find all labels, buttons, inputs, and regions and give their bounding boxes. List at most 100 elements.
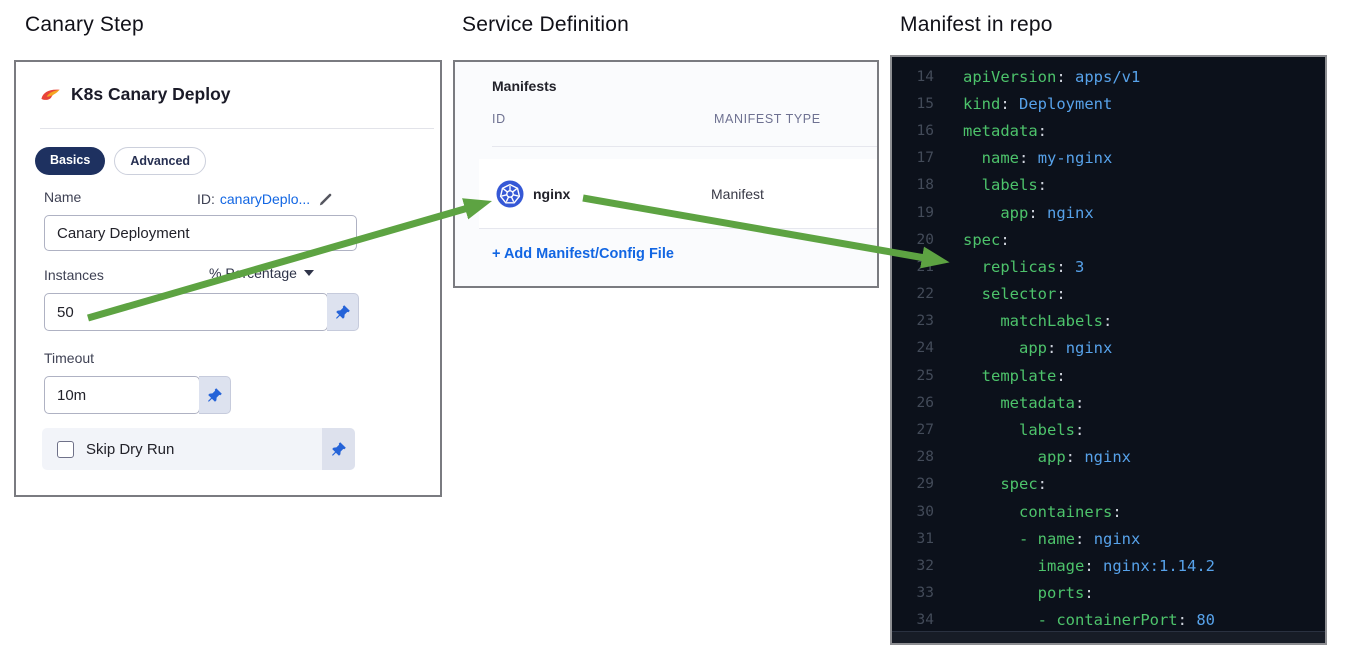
instances-unit-select[interactable]: % Percentage bbox=[209, 265, 314, 281]
editor-bottom-scroll-track[interactable] bbox=[892, 631, 1325, 643]
line-source: replicas: 3 bbox=[981, 257, 1085, 276]
line-source: metadata: bbox=[1000, 393, 1085, 412]
line-number: 24 bbox=[916, 340, 934, 357]
code-line-25: 25 template: bbox=[892, 362, 1325, 389]
line-number: 21 bbox=[916, 258, 934, 275]
skip-dry-run-pin-button[interactable] bbox=[322, 428, 355, 470]
code-line-24: 24 app: nginx bbox=[892, 335, 1325, 362]
manifest-row-nginx[interactable]: nginx Manifest bbox=[479, 159, 877, 228]
id-prefix: ID: bbox=[197, 191, 215, 207]
line-number: 27 bbox=[916, 422, 934, 439]
line-source: app: nginx bbox=[1000, 203, 1094, 222]
header-divider bbox=[40, 128, 434, 129]
line-number: 17 bbox=[916, 150, 934, 167]
line-source: apiVersion: apps/v1 bbox=[963, 67, 1141, 86]
step-id-link[interactable]: canaryDeplo... bbox=[219, 191, 311, 207]
line-source: app: nginx bbox=[1019, 339, 1113, 358]
line-source: ports: bbox=[1037, 584, 1094, 603]
instances-label: Instances bbox=[44, 267, 104, 283]
instances-input[interactable] bbox=[44, 293, 328, 331]
line-source: - containerPort: 80 bbox=[1037, 611, 1216, 630]
skip-dry-run-checkbox[interactable] bbox=[57, 440, 74, 458]
skip-dry-run-label: Skip Dry Run bbox=[86, 440, 175, 458]
code-line-30: 30 containers: bbox=[892, 498, 1325, 525]
line-source: kind: Deployment bbox=[963, 94, 1113, 113]
code-line-15: 15 kind: Deployment bbox=[892, 90, 1325, 117]
tab-basics[interactable]: Basics bbox=[35, 147, 106, 175]
unit-select-label: % Percentage bbox=[209, 265, 297, 281]
chevron-down-icon bbox=[303, 270, 314, 276]
line-number: 31 bbox=[916, 530, 934, 547]
code-line-31: 31 - name: nginx bbox=[892, 525, 1325, 552]
line-number: 30 bbox=[916, 503, 934, 520]
line-source: matchLabels: bbox=[1000, 312, 1113, 331]
code-line-17: 17 name: my-nginx bbox=[892, 145, 1325, 172]
timeout-pin-button[interactable] bbox=[199, 376, 231, 414]
line-source: name: my-nginx bbox=[981, 149, 1113, 168]
line-source: spec: bbox=[1000, 475, 1047, 494]
line-source: selector: bbox=[981, 285, 1066, 304]
line-number: 19 bbox=[916, 204, 934, 221]
table-header-divider bbox=[492, 146, 877, 147]
line-number: 15 bbox=[916, 95, 934, 112]
service-definition-heading: Service Definition bbox=[462, 13, 630, 36]
line-number: 25 bbox=[916, 367, 934, 384]
column-header-manifest-type: MANIFEST TYPE bbox=[714, 112, 821, 126]
line-source: labels: bbox=[1019, 421, 1085, 440]
line-number: 14 bbox=[916, 68, 934, 85]
code-line-29: 29 spec: bbox=[892, 471, 1325, 498]
table-row-divider bbox=[479, 228, 877, 229]
skip-dry-run-row: Skip Dry Run bbox=[42, 428, 355, 470]
line-source: containers: bbox=[1019, 502, 1122, 521]
code-line-34: 34 - containerPort: 80 bbox=[892, 607, 1325, 634]
timeout-input[interactable] bbox=[44, 376, 200, 414]
line-number: 28 bbox=[916, 449, 934, 466]
instances-pin-button[interactable] bbox=[327, 293, 359, 331]
add-manifest-link[interactable]: + Add Manifest/Config File bbox=[492, 246, 674, 262]
line-number: 32 bbox=[916, 557, 934, 574]
line-source: - name: nginx bbox=[1019, 529, 1141, 548]
manifests-title: Manifests bbox=[492, 78, 557, 94]
name-input[interactable] bbox=[44, 215, 357, 251]
line-number: 23 bbox=[916, 313, 934, 330]
manifest-in-repo-heading: Manifest in repo bbox=[900, 13, 1053, 36]
canary-bird-icon bbox=[40, 86, 61, 104]
manifests-card: Manifests ID MANIFEST TYPE bbox=[453, 60, 879, 288]
canary-step-card: K8s Canary Deploy Basics Advanced Name I… bbox=[14, 60, 442, 497]
code-line-23: 23 matchLabels: bbox=[892, 308, 1325, 335]
line-number: 29 bbox=[916, 476, 934, 493]
line-number: 22 bbox=[916, 286, 934, 303]
line-source: image: nginx:1.14.2 bbox=[1037, 556, 1215, 575]
code-line-22: 22 selector: bbox=[892, 281, 1325, 308]
code-line-28: 28 app: nginx bbox=[892, 444, 1325, 471]
step-tabs: Basics Advanced bbox=[35, 147, 207, 175]
line-source: labels: bbox=[981, 176, 1048, 195]
line-number: 34 bbox=[916, 612, 934, 629]
code-line-21: 21 replicas: 3 bbox=[892, 253, 1325, 280]
line-source: template: bbox=[981, 366, 1066, 385]
name-label: Name bbox=[44, 189, 82, 205]
code-line-27: 27 labels: bbox=[892, 416, 1325, 443]
kubernetes-icon bbox=[496, 180, 524, 208]
line-number: 18 bbox=[916, 177, 934, 194]
code-line-14: 14 apiVersion: apps/v1 bbox=[892, 63, 1325, 90]
code-line-18: 18 labels: bbox=[892, 172, 1325, 199]
code-line-26: 26 metadata: bbox=[892, 389, 1325, 416]
code-line-32: 32 image: nginx:1.14.2 bbox=[892, 552, 1325, 579]
line-number: 26 bbox=[916, 394, 934, 411]
code-line-33: 33 ports: bbox=[892, 580, 1325, 607]
canary-step-heading: Canary Step bbox=[25, 13, 144, 36]
step-title: K8s Canary Deploy bbox=[71, 84, 231, 104]
tab-advanced[interactable]: Advanced bbox=[114, 147, 207, 175]
timeout-label: Timeout bbox=[44, 350, 95, 366]
pushpin-icon bbox=[331, 441, 347, 457]
pencil-icon[interactable] bbox=[318, 192, 333, 207]
line-number: 16 bbox=[916, 122, 934, 139]
code-line-19: 19 app: nginx bbox=[892, 199, 1325, 226]
line-number: 33 bbox=[916, 585, 934, 602]
